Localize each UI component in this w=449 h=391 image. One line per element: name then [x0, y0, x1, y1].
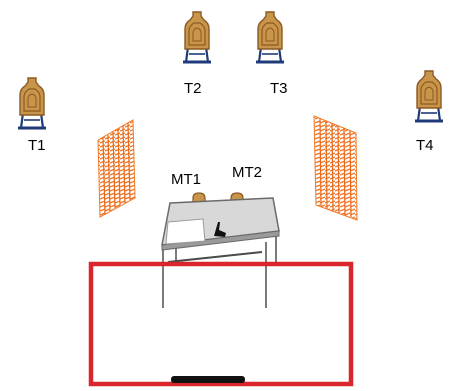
right-barricade: [313, 115, 358, 221]
mini-target-mt2-label: MT2: [232, 164, 262, 181]
target-t1-label: T1: [28, 137, 46, 154]
target-t1-icon: [16, 76, 48, 130]
target-t2-label: T2: [184, 80, 202, 97]
start-position-marker: [171, 376, 245, 383]
target-t4-label: T4: [416, 137, 434, 154]
target-t3: T3: [254, 10, 288, 97]
target-t3-label: T3: [270, 80, 288, 97]
target-t1: T1: [16, 76, 48, 154]
target-t2-icon: [181, 10, 213, 64]
mini-target-mt2: MT2: [230, 164, 262, 205]
mini-target-mt1: MT1: [171, 171, 206, 205]
mini-target-mt1-label: MT1: [171, 171, 201, 188]
target-t3-icon: [254, 10, 286, 64]
target-t4: T4: [413, 69, 445, 154]
target-t4-icon: [413, 69, 445, 123]
target-t2: T2: [181, 10, 213, 97]
shooting-box: [88, 261, 354, 387]
left-barricade: [97, 119, 136, 218]
pistol-icon: [214, 222, 226, 237]
shooting-table: [161, 197, 280, 308]
